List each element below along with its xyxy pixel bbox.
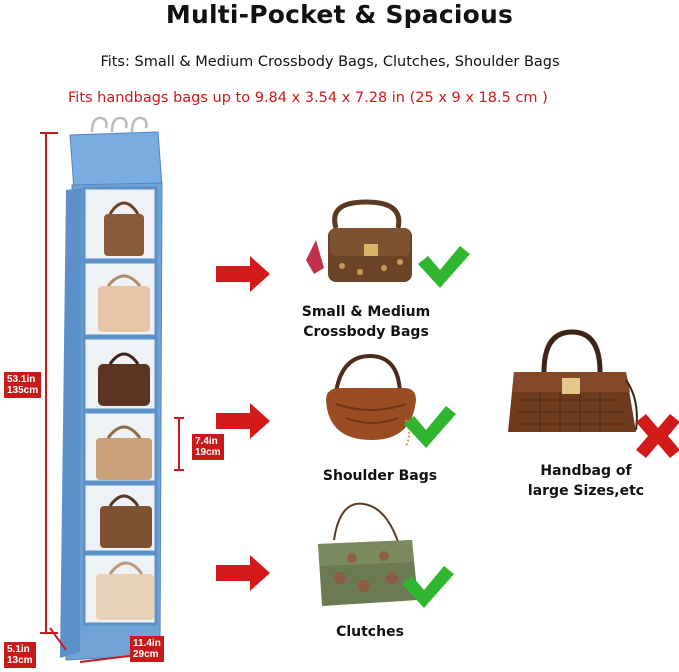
shoulder-bags-label: Shoulder Bags	[322, 468, 438, 484]
large-handbag-image	[508, 329, 638, 432]
fits-types-text: Fits: Small & Medium Crossbody Bags, Clu…	[100, 54, 560, 70]
pocket-dimension-line	[174, 417, 184, 471]
clutches-label: Clutches	[336, 624, 404, 640]
arrow-icon-1	[216, 256, 270, 292]
check-icon-1	[418, 246, 470, 288]
shoulder-bag-image	[326, 353, 416, 447]
fits-size-text: Fits handbags bags up to 9.84 x 3.54 x 7…	[68, 90, 548, 106]
depth-dimension-label: 5.1in 13cm	[4, 642, 36, 668]
width-dimension-label: 11.4in 29cm	[130, 636, 164, 662]
arrow-icon-2	[216, 403, 270, 439]
arrow-icon-3	[216, 555, 270, 591]
pocket-dimension-label: 7.4in 19cm	[192, 434, 224, 460]
large-handbag-label: Handbag of large Sizes,etc	[527, 463, 645, 499]
crossbody-label: Small & Medium Crossbody Bags	[301, 304, 431, 340]
crossbody-bag-image	[306, 199, 412, 282]
height-dimension-label: 53.1in 135cm	[4, 372, 42, 398]
height-dimension-line	[40, 132, 58, 634]
check-icon-2	[404, 406, 456, 448]
check-icon-3	[402, 566, 454, 608]
cross-icon	[636, 414, 679, 458]
clutch-image	[318, 502, 418, 606]
page-title: Multi-Pocket & Spacious	[165, 0, 514, 29]
hanging-organizer-image	[60, 116, 163, 661]
